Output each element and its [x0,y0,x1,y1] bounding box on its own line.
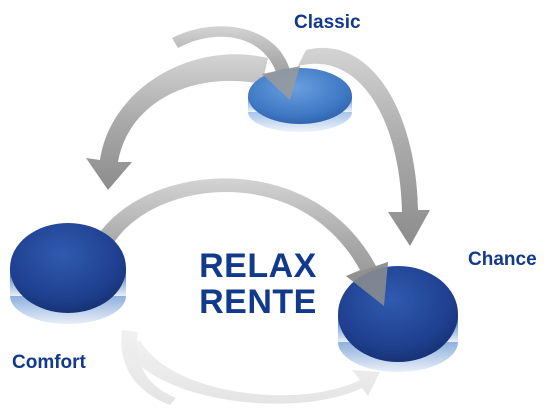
node-label-chance: Chance [468,249,537,271]
node-label-comfort: Comfort [12,352,86,374]
node-comfort [10,223,126,324]
node-label-classic: Classic [294,12,361,34]
arrow-classic-to-comfort [86,54,268,190]
center-title: RELAX RENTE [183,248,333,320]
node-classic [248,68,352,132]
center-title-line1: RELAX [183,248,333,284]
center-title-line2: RENTE [183,284,333,320]
